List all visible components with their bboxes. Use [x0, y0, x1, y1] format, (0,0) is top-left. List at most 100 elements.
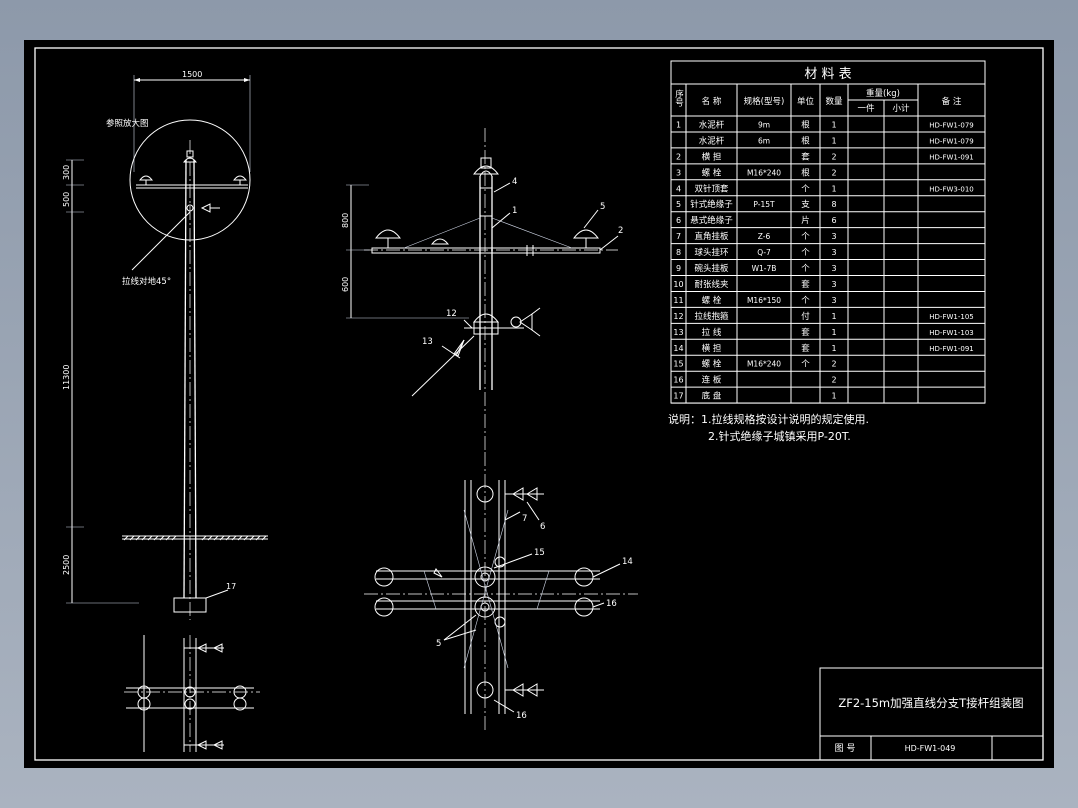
label-5: 5	[600, 202, 605, 212]
table-cell-no: 13	[673, 328, 683, 337]
table-cell-remark: HD-FW3-010	[929, 185, 973, 193]
table-cell-name: 耐张线夹	[694, 279, 729, 290]
guy-note: 拉线对地45°	[122, 276, 171, 287]
table-cell-qty: 3	[831, 264, 836, 273]
sheet-border	[34, 47, 1044, 761]
table-cell-qty: 2	[831, 376, 836, 385]
note-line-2: 2.针式绝缘子城镇采用P-20T.	[708, 429, 851, 443]
drawing-title: ZF2-15m加强直线分支T接杆组装图	[838, 696, 1023, 710]
table-cell-qty: 2	[831, 168, 836, 177]
table-cell-spec: Z-6	[758, 232, 771, 241]
table-cell-qty: 1	[831, 344, 836, 353]
ref-note: 参照放大图	[106, 118, 149, 129]
small-plan-view	[124, 635, 260, 752]
label-16-right: 16	[606, 599, 617, 609]
table-cell-unit: 根	[801, 167, 810, 178]
table-cell-name: 直角挂板	[694, 231, 729, 242]
label-1: 1	[512, 206, 517, 216]
table-cell-qty: 3	[831, 296, 836, 305]
table-cell-remark: HD-FW1-105	[929, 313, 973, 321]
table-cell-unit: 套	[801, 279, 810, 290]
table-cell-unit: 付	[801, 311, 810, 322]
header-qty: 数量	[825, 96, 843, 107]
label-4: 4	[512, 177, 517, 187]
drawing-no: HD-FW1-049	[905, 744, 956, 753]
header-no: 序号	[674, 89, 684, 108]
table-cell-qty: 6	[831, 216, 836, 225]
label-6: 6	[540, 522, 545, 532]
table-cell-name: 拉 线	[702, 327, 722, 338]
ground-hatch	[122, 535, 268, 541]
main-crossarm	[371, 247, 601, 254]
table-cell-name: 底 盘	[702, 391, 722, 402]
table-cell-qty: 1	[831, 120, 836, 129]
table-cell-name: 螺 栓	[702, 167, 722, 178]
table-cell-unit: 支	[801, 199, 810, 210]
table-cell-spec: W1-7B	[752, 264, 777, 273]
crossarm-elevation-view: 800 600 4 1 5 2 12 13	[341, 128, 623, 450]
table-cell-qty: 3	[831, 232, 836, 241]
table-cell-remark: HD-FW1-079	[929, 137, 973, 145]
table-cell-unit: 根	[801, 135, 810, 146]
table-cell-no: 4	[676, 184, 681, 193]
table-cell-remark: HD-FW1-091	[929, 153, 973, 161]
table-cell-unit: 个	[801, 248, 810, 258]
table-cell-name: 球头挂环	[694, 247, 729, 258]
table-cell-no: 11	[673, 296, 683, 305]
table-cell-name: 针式绝缘子	[690, 199, 733, 210]
table-cell-no: 16	[673, 376, 683, 385]
table-cell-unit: 个	[801, 184, 810, 194]
pole-elevation-view: 1500 参照放大图 拉线对地45°	[62, 70, 268, 752]
table-cell-name: 碗头挂板	[694, 263, 729, 274]
table-cell-qty: 1	[831, 328, 836, 337]
table-cell-no: 9	[676, 264, 681, 273]
table-cell-qty: 2	[831, 360, 836, 369]
label-5-plan: 5	[436, 639, 441, 649]
header-name: 名 称	[702, 96, 722, 107]
material-table: 材 料 表 序号 名 称 规格(型号) 单位 数量 重量(kg) 一件 小计 备…	[670, 60, 986, 404]
table-cell-unit: 套	[801, 327, 810, 338]
table-cell-qty: 8	[831, 200, 836, 209]
header-remark: 备 注	[942, 96, 962, 107]
table-cell-remark: HD-FW1-079	[929, 121, 973, 129]
dim-11300: 11300	[62, 365, 71, 390]
table-cell-no: 1	[676, 120, 681, 129]
label-7: 7	[522, 514, 527, 524]
table-cell-qty: 1	[831, 184, 836, 193]
table-cell-name: 横 担	[702, 151, 722, 162]
table-cell-unit: 个	[801, 296, 810, 306]
dim-1500: 1500	[182, 70, 202, 79]
table-cell-name: 螺 栓	[702, 295, 722, 306]
table-cell-unit: 套	[801, 343, 810, 354]
table-cell-spec: M16*240	[747, 168, 781, 177]
label-15: 15	[534, 548, 545, 558]
dim-300: 300	[62, 165, 71, 180]
note-line-1: 说明：1.拉线规格按设计说明的规定使用.	[668, 412, 869, 426]
label-14: 14	[622, 557, 633, 567]
table-cell-qty: 1	[831, 136, 836, 145]
table-cell-no: 7	[676, 232, 681, 241]
table-cell-no: 6	[676, 216, 681, 225]
dim-600: 600	[341, 277, 350, 292]
table-cell-no: 8	[676, 248, 681, 257]
header-spec: 规格(型号)	[744, 96, 785, 107]
table-cell-spec: 6m	[758, 136, 770, 145]
table-cell-name: 水泥杆	[699, 119, 725, 130]
header-total: 小计	[892, 103, 910, 114]
table-cell-unit: 个	[801, 360, 810, 370]
table-cell-name: 横 担	[702, 343, 722, 354]
table-cell-unit: 根	[801, 119, 810, 130]
table-cell-spec: P-15T	[753, 200, 775, 209]
dim-2500: 2500	[62, 555, 71, 575]
table-cell-name: 螺 栓	[702, 359, 722, 370]
table-cell-name: 连 板	[702, 375, 722, 386]
table-cell-spec: Q-7	[757, 248, 771, 257]
table-cell-name: 拉线抱箍	[694, 311, 729, 322]
table-cell-no: 2	[676, 152, 681, 161]
table-cell-spec: 9m	[758, 120, 770, 129]
table-cell-spec: M16*150	[747, 296, 781, 305]
table-cell-qty: 3	[831, 248, 836, 257]
drawing-no-label: 图 号	[835, 743, 856, 754]
header-weight: 重量(kg)	[866, 88, 900, 99]
table-cell-no: 10	[673, 280, 683, 289]
